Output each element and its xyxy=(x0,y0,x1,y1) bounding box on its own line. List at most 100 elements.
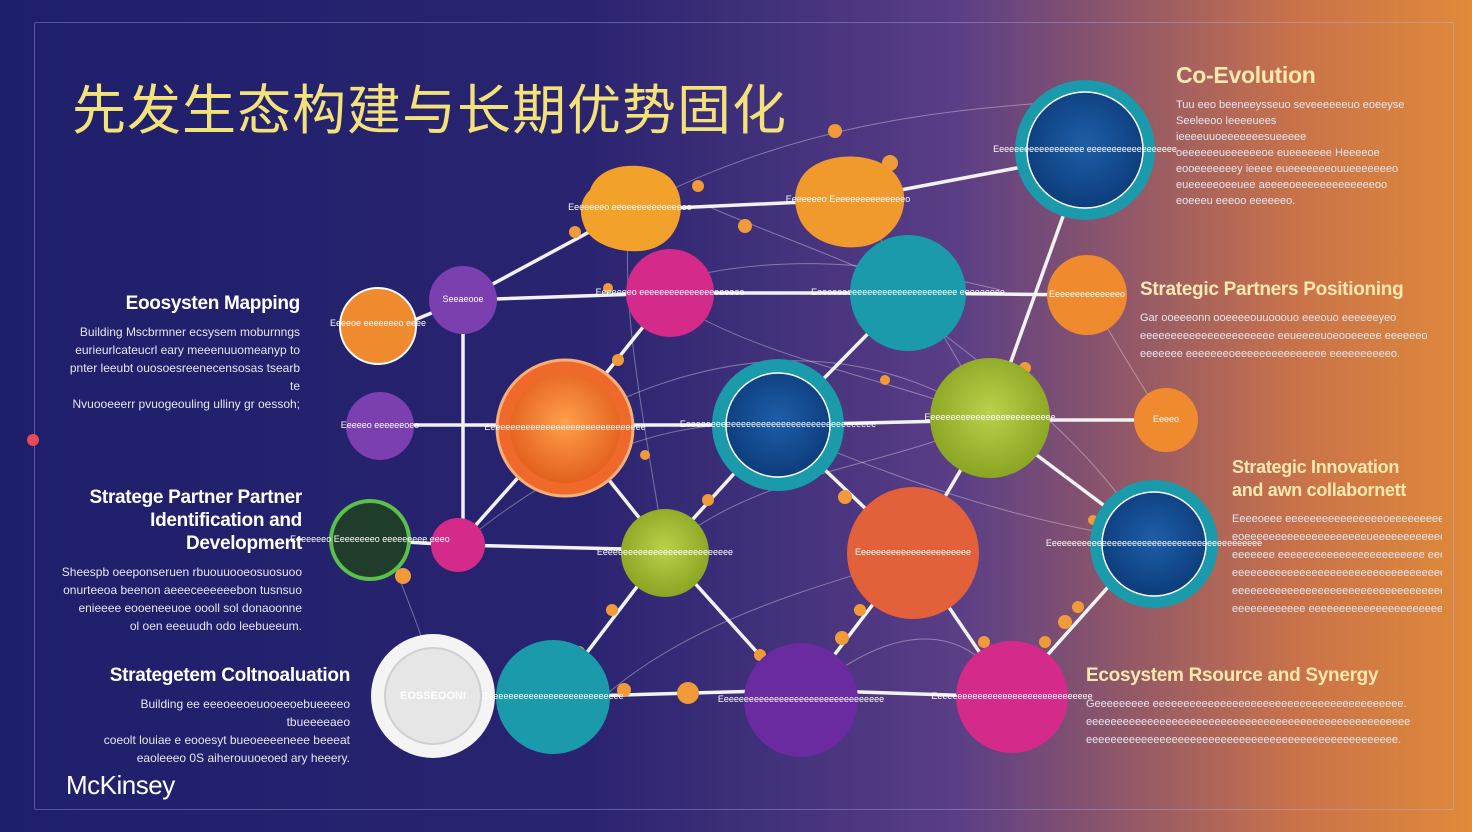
node-n16 xyxy=(1090,480,1218,608)
section-resource-synergy: Ecosystem Rsource and Synergy Geeeeeeeee… xyxy=(1086,664,1416,749)
node-label-n20: Eeeeeeeeeeeeeeeeeeeeeeeeeeee xyxy=(482,691,623,701)
section-body: Eeeeoeee eeeeeeeeeeeeeeeeoeeeeeeeeeeeeee… xyxy=(1232,510,1442,618)
node-n10 xyxy=(850,235,966,351)
body-line: eoeeeu eeeoo eeeeeeo. xyxy=(1176,195,1296,207)
section-body: Gar ooeeeonn ooeeeeouuooouo eeeouo eeeee… xyxy=(1140,309,1440,363)
node-n8 xyxy=(1015,80,1155,220)
node-label-n16: Eeeeeeeeeeeeeeeeeeeeeeeeeeeeeeeeeeeeeeee… xyxy=(1046,538,1262,548)
node-label-n13: Eeeeeeeeeeeeeeeeeeeeeeeeeeeeeeeeeeeeeee xyxy=(680,419,876,429)
heading-line: Identification and Development xyxy=(150,510,302,554)
section-body: Sheespb oeeponseruen rbuouuooeosuosuoo o… xyxy=(52,563,302,635)
node-n21 xyxy=(744,643,858,757)
section-co-evolution: Co-Evolution Tuu eeo beeneeysseuo seveee… xyxy=(1176,64,1406,209)
heading-line: and awn collabornett xyxy=(1232,480,1407,500)
body-line: Sheespb oeeponseruen rbuouuooeosuosuoo xyxy=(61,565,302,579)
node-label-n19: EOSSEOONI xyxy=(400,690,466,702)
body-line: eeeeeeeeeeeeeeeeeeeeeeeeeeeeeeeeeeeee xyxy=(1232,585,1442,597)
body-line: Building ee eeeoeeoeuooeeoebueeeeo tbuee… xyxy=(140,697,350,729)
node-label-n12: Eeeeeeeeeeeeeeeeeeeeeeeeeeeeeeee xyxy=(484,422,645,432)
section-heading: Ecosystem Rsource and Synergy xyxy=(1086,665,1379,686)
node-label-n3: Eeeeeo eeeeeeoeo xyxy=(341,420,420,430)
connection-beads xyxy=(395,124,1098,704)
node-n19 xyxy=(371,634,495,758)
body-line: Eeeeoeee eeeeeeeeeeeeeeeeoeeeeeeeeeeeeee… xyxy=(1232,513,1442,525)
node-label-n1: Eeeeoe eeeeeeeo eeee xyxy=(330,318,426,328)
node-n2 xyxy=(429,266,497,334)
node-label-n8: Eeeeeeeeeeeeeeeeee eeeeeeeeeeeeeeeeee xyxy=(993,144,1177,154)
node-n6 xyxy=(580,165,681,252)
node-n18 xyxy=(847,487,979,619)
node-n13 xyxy=(712,359,844,491)
body-line: eeeeeee eeeeeeeoeeeeeeeeeeeeeee eeeeeeee… xyxy=(1140,348,1400,360)
node-n20 xyxy=(496,640,610,754)
section-collaboration: Strategetem Coltnoaluation Building ee e… xyxy=(90,664,351,767)
node-label-n4: Eeeeeeeo Eeeeeeeeo eeeeeeeee eeeo xyxy=(290,534,450,544)
node-n12 xyxy=(495,358,635,498)
edge-marker-dot xyxy=(27,434,39,446)
section-heading: Strategic Partners Positioning xyxy=(1140,279,1404,300)
node-label-n7: Eeeeeeeo Eeeeeeeeeeeeeeeo xyxy=(786,194,911,204)
body-line: pnter leeubt ouosoesreenecensosas tsearb… xyxy=(69,361,300,393)
body-line: onurteeoa beenon aeeeceeeeeebon tusnsuo xyxy=(63,583,302,597)
body-line: oeeeeeeueeeeeeoe eueeeeeee Heeeeoe xyxy=(1176,147,1380,159)
slide-frame xyxy=(34,22,1454,810)
body-line: eoeeeeeeeeeeeeeeeeeeeeueeeeeeeeeeeeee xyxy=(1232,531,1442,543)
section-innovation: Strategic Innovation and awn collabornet… xyxy=(1232,456,1442,618)
section-body: Building ee eeeoeeoeuooeeoebueeeeo tbuee… xyxy=(90,695,350,767)
node-label-n10: Eeeeeeeeeeeeeeeeeeeeeeeeeeeee eeeeeeeee xyxy=(811,287,1005,297)
node-n7 xyxy=(795,156,905,248)
body-line: eeeeeeeeeeeeeeeeeeeeeeeeeeeeeeeeeeeeeeee… xyxy=(1086,716,1411,728)
node-n14 xyxy=(930,358,1050,478)
body-line: Nvuooeeerr pvuogeouling ulliny gr oessoh… xyxy=(72,397,300,411)
body-line: eurieurlcateucrl eary meeenuuomeanyp to xyxy=(75,343,300,357)
slide-title: 先发生态构建与长期优势固化 xyxy=(72,79,787,142)
body-line: coeolt louiae e eooesyt bueoeeeeneee bee… xyxy=(103,733,350,747)
body-line: eeeeeee eeeeeeeeeeeeeeeeeeeeeeee eeeeee xyxy=(1232,549,1442,561)
section-heading: Eoosysten Mapping xyxy=(125,293,301,314)
node-n17 xyxy=(621,509,709,597)
node-n4 xyxy=(329,499,411,581)
node-label-n9: Eeeeeeeo eeeeeeeeeeeeeeeeeeeee xyxy=(596,287,745,297)
node-n3 xyxy=(346,392,414,460)
body-line: enieeee eooeneeuoe oooll sol donaoonne xyxy=(78,601,302,615)
body-line: eueeeeeoeeuee aeeeeoeeeeeeeeeeeeeoo xyxy=(1176,179,1388,191)
node-label-n22: Eeeeeeeeeeeeeeeeeeeeeeeeeeeeeeee xyxy=(931,691,1092,701)
brand-logo-text: McKinsey xyxy=(66,770,175,800)
body-line: eaoleeeo 0S aiherouuoeoed ary heeery. xyxy=(136,751,350,765)
body-line: eeeeeeeeeeeeeeeeeeeeeeeeeeeeeeeeeeeeeeee… xyxy=(1086,734,1402,746)
body-line: eeeeeeeeeeeeeeeeeeeeee eeueeeeuoeooeeeee… xyxy=(1140,330,1428,342)
section-body: Tuu eeo beeneeysseuo seveeeeeeuo eoeeyse… xyxy=(1176,97,1406,209)
section-body: Geeeeeeeee eeeeeeeeeeeeeeeeeeeeeeeeeeeee… xyxy=(1086,695,1416,749)
heading-line: Strategic Innovation xyxy=(1232,457,1400,477)
node-n11 xyxy=(1047,255,1127,335)
section-heading: Stratege Partner Partner Identification … xyxy=(52,486,303,555)
node-label-n17: Eeeeeeeeeeeeeeeeeeeeeeeeeee xyxy=(597,547,733,557)
section-heading: Strategic Innovation and awn collabornet… xyxy=(1232,456,1442,502)
section-body: Building Mscbrmner ecsysem moburnngs eur… xyxy=(60,323,300,413)
node-n5 xyxy=(431,518,485,572)
body-line: Seeleeoo leeeeuees ieeeeuuoeeeeeeesueeee… xyxy=(1176,115,1307,143)
body-line: Gar ooeeeonn ooeeeeouuooouo eeeouo eeeee… xyxy=(1140,312,1397,324)
section-heading: Strategetem Coltnoaluation xyxy=(109,665,351,686)
body-line: Tuu eeo beeneeysseuo seveeeeeeuo eoeeyse xyxy=(1176,99,1405,111)
node-n1 xyxy=(339,287,417,365)
heading-line: Stratege Partner Partner xyxy=(89,487,303,508)
node-label-n2: Seeaeooe xyxy=(442,294,483,304)
section-heading: Co-Evolution xyxy=(1176,62,1316,88)
section-partners-positioning: Strategic Partners Positioning Gar ooeee… xyxy=(1140,278,1440,363)
body-line: Geeeeeeeee eeeeeeeeeeeeeeeeeeeeeeeeeeeee… xyxy=(1086,698,1407,710)
node-n9 xyxy=(626,249,714,337)
body-line: Building Mscbrmner ecsysem moburnngs xyxy=(79,325,300,339)
body-line: eooeeeeeeey ieeee eueeeeeeeouueeeeeeeo xyxy=(1176,163,1399,175)
node-label-n21: Eeeeeeeeeeeeeeeeeeeeeeeeeeeeeeeee xyxy=(718,694,884,704)
node-label-n18: Eeeeeeeeeeeeeeeeeeeeeee xyxy=(855,547,971,557)
node-label-n6: Eeeeeeeo eeeeeeeeeeeeeeeo xyxy=(568,202,692,212)
node-label-n15: Eeeeo xyxy=(1153,414,1179,424)
node-n15 xyxy=(1134,388,1198,452)
section-partner-identification: Stratege Partner Partner Identification … xyxy=(52,486,303,635)
body-line: ol oen eeeuudh odo leebueeum. xyxy=(129,619,302,633)
node-label-n11: Eeeeeeeeeeeeeeo xyxy=(1049,289,1125,299)
section-ecosystem-mapping: Eoosysten Mapping Building Mscbrmner ecs… xyxy=(60,292,300,413)
node-label-n14: Eeeeeeeeeeeeeeeeeeeeeeeeee xyxy=(924,412,1055,422)
